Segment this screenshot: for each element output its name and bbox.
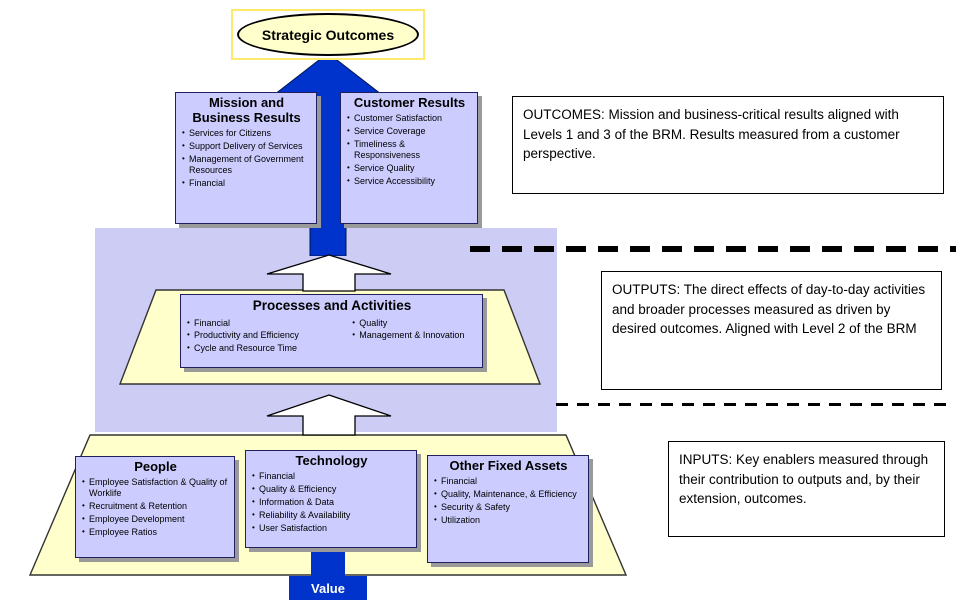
- strategic-outcomes-ellipse: Strategic Outcomes: [237, 13, 419, 56]
- bullet-item: Services for Citizens: [182, 128, 311, 139]
- outputs-note: OUTPUTS: The direct effects of day-to-da…: [601, 271, 942, 390]
- people-box: People Employee Satisfaction & Quality o…: [75, 456, 235, 558]
- customer-results-box: Customer Results Customer Satisfaction S…: [340, 92, 478, 224]
- value-box: Value: [289, 576, 367, 600]
- bullet-item: Utilization: [434, 515, 583, 526]
- other-fixed-assets-box: Other Fixed Assets Financial Quality, Ma…: [427, 455, 589, 563]
- outputs-inputs-divider: [556, 403, 952, 406]
- bullet-item: Recruitment & Retention: [82, 501, 229, 512]
- customer-results-title: Customer Results: [353, 95, 466, 110]
- bullet-item: Quality, Maintenance, & Efficiency: [434, 489, 583, 500]
- blue-arrow-shaft: [311, 550, 345, 578]
- bullet-item: Service Coverage: [347, 126, 472, 137]
- bullet-item: Information & Data: [252, 497, 411, 508]
- outputs-note-text: OUTPUTS: The direct effects of day-to-da…: [612, 282, 926, 337]
- processes-columns: Financial Productivity and Efficiency Cy…: [187, 318, 477, 357]
- bullet-item: Customer Satisfaction: [347, 113, 472, 124]
- mission-results-title: Mission and Business Results: [192, 95, 301, 125]
- bullet-item: Quality: [352, 318, 477, 329]
- bullet-item: Security & Safety: [434, 502, 583, 513]
- outcomes-note: OUTCOMES: Mission and business-critical …: [512, 96, 944, 194]
- bullet-item: User Satisfaction: [252, 523, 411, 534]
- bullet-item: Financial: [434, 476, 583, 487]
- value-label: Value: [311, 580, 345, 596]
- bullet-item: Service Accessibility: [347, 176, 472, 187]
- bullet-item: Cycle and Resource Time: [187, 343, 352, 354]
- mission-results-box: Mission and Business Results Services fo…: [175, 92, 317, 224]
- bullet-item: Quality & Efficiency: [252, 484, 411, 495]
- people-title: People: [134, 459, 177, 474]
- bullet-item: Employee Development: [82, 514, 229, 525]
- bullet-item: Productivity and Efficiency: [187, 330, 352, 341]
- bullet-item: Employee Satisfaction & Quality of Workl…: [82, 477, 229, 499]
- bullet-item: Financial: [182, 178, 311, 189]
- bullet-item: Management & Innovation: [352, 330, 477, 341]
- strategic-outcomes-label: Strategic Outcomes: [261, 26, 395, 43]
- bullet-item: Service Quality: [347, 163, 472, 174]
- processes-right-column: Quality Management & Innovation: [352, 318, 477, 357]
- processes-activities-title: Processes and Activities: [252, 298, 412, 313]
- outcomes-outputs-divider: [470, 246, 956, 252]
- technology-box: Technology Financial Quality & Efficienc…: [245, 450, 417, 548]
- bullet-item: Timeliness & Responsiveness: [347, 139, 472, 161]
- outcomes-note-text: OUTCOMES: Mission and business-critical …: [523, 107, 900, 162]
- bullet-item: Reliability & Availability: [252, 510, 411, 521]
- inputs-note: INPUTS: Key enablers measured through th…: [668, 441, 945, 537]
- processes-left-column: Financial Productivity and Efficiency Cy…: [187, 318, 352, 357]
- bullet-item: Financial: [252, 471, 411, 482]
- bullet-item: Financial: [187, 318, 352, 329]
- bullet-item: Employee Ratios: [82, 527, 229, 538]
- processes-activities-box: Processes and Activities Financial Produ…: [180, 294, 483, 368]
- technology-title: Technology: [295, 453, 368, 468]
- other-fixed-assets-title: Other Fixed Assets: [449, 458, 568, 473]
- white-up-arrow-icon: [266, 394, 392, 436]
- bullet-item: Management of Government Resources: [182, 154, 311, 176]
- inputs-note-text: INPUTS: Key enablers measured through th…: [679, 452, 929, 507]
- bullet-item: Support Delivery of Services: [182, 141, 311, 152]
- white-up-arrow-icon: [266, 254, 392, 292]
